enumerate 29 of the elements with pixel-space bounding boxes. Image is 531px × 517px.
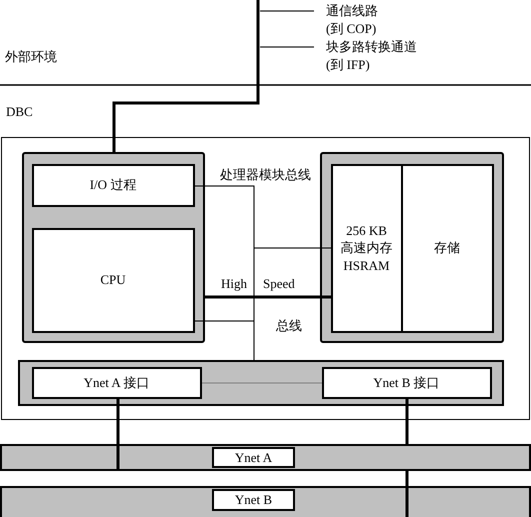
network-label-box: Ynet A	[212, 447, 295, 468]
bus-label: Speed	[263, 276, 295, 292]
interface-box: Ynet A 接口	[32, 366, 202, 398]
channel-line	[406, 399, 408, 444]
bus-line	[202, 382, 322, 384]
bus-label: 总线	[276, 317, 302, 335]
module-panel	[22, 152, 204, 342]
interface-box: Ynet B 接口	[322, 366, 492, 398]
box-heading: DBC	[6, 104, 33, 120]
network-bar	[0, 444, 531, 471]
network-bar	[0, 486, 531, 517]
module-panel	[320, 152, 504, 342]
region-label: 外部环境	[5, 48, 57, 66]
channel-line	[205, 296, 331, 298]
annotation-text: 块多路转换通道 (到 IFP)	[314, 38, 420, 76]
leader-line	[260, 46, 314, 48]
region-label: 处理器模块总线	[220, 166, 311, 184]
channel-line	[112, 0, 260, 152]
storage-box: 存储	[400, 164, 494, 332]
network-label-box: Ynet B	[212, 489, 295, 511]
channel-line	[116, 399, 120, 471]
interface-bar	[18, 360, 504, 406]
leader-line	[260, 10, 314, 12]
memory-box: 256 KB 高速内存 HSRAM	[330, 164, 402, 332]
annotation-text: 通信线路 (到 COP)	[314, 2, 392, 40]
process-box: CPU	[32, 228, 194, 332]
channel-line	[406, 471, 408, 517]
process-box: I/O 过程	[32, 164, 194, 206]
bus-label: High	[221, 276, 247, 292]
